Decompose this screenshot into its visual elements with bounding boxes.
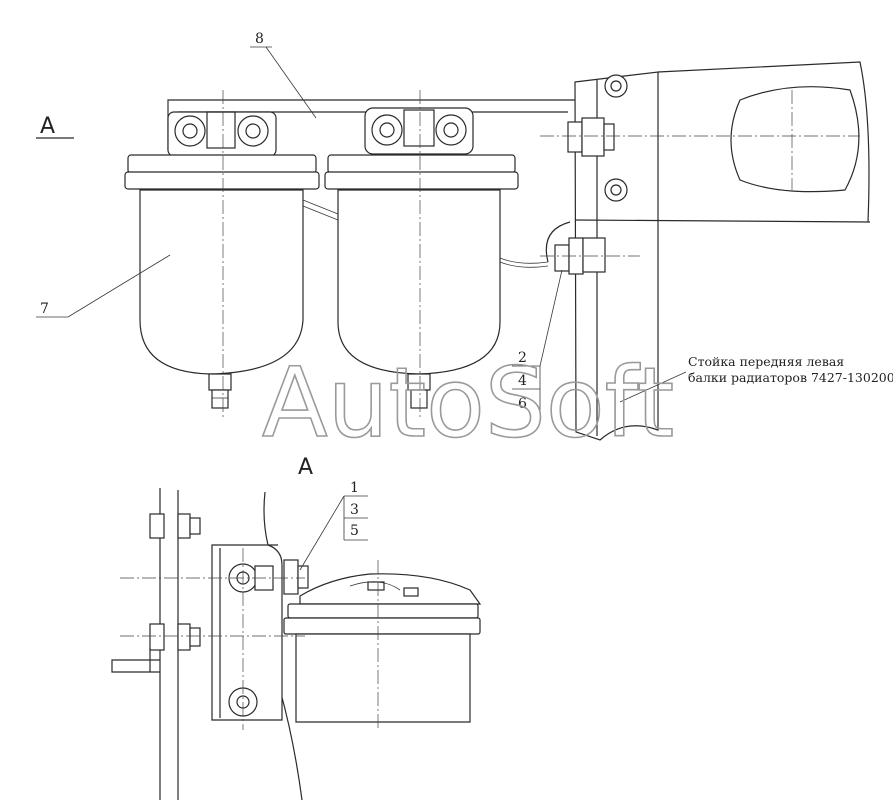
svg-text:AutoSoft: AutoSoft — [262, 347, 674, 459]
svg-text:4: 4 — [518, 373, 527, 389]
filter-bowl-part-7 — [139, 189, 304, 409]
leader-part-7: 7 — [36, 254, 171, 318]
fuel-pipes — [302, 199, 571, 268]
filter-head-right — [324, 107, 519, 190]
view-a-filter — [283, 573, 482, 723]
svg-text:1: 1 — [350, 480, 359, 496]
filter-bowl-right — [337, 189, 501, 409]
watermark: AutoSoft — [261, 346, 675, 460]
svg-text:балки радиаторов 7427-1302002: балки радиаторов 7427-1302002 — [688, 370, 893, 385]
leader-parts-2-4-6: 2 4 6 — [512, 269, 563, 412]
leader-part-8: 8 — [250, 31, 317, 119]
svg-text:3: 3 — [350, 502, 359, 518]
view-marker-a: A — [36, 114, 74, 139]
svg-text:2: 2 — [518, 350, 527, 366]
svg-text:5: 5 — [350, 523, 359, 539]
svg-text:A: A — [298, 455, 313, 480]
filter-head-left — [124, 111, 320, 190]
post-callout: Стойка передняя левая балки радиаторов 7… — [619, 354, 893, 403]
view-a-title: A — [298, 455, 313, 480]
svg-text:7: 7 — [40, 301, 49, 317]
svg-text:8: 8 — [255, 31, 264, 47]
view-a-bolts — [149, 513, 309, 651]
view-a-tube — [111, 648, 160, 673]
svg-text:A: A — [40, 114, 55, 139]
center-lines-top — [222, 90, 860, 420]
svg-text:Стойка передняя левая: Стойка передняя левая — [688, 354, 844, 369]
leader-parts-1-3-5: 1 3 5 — [299, 480, 368, 571]
svg-text:6: 6 — [518, 396, 527, 412]
mounting-bolts-top — [554, 117, 615, 275]
center-lines-view-a — [120, 548, 379, 730]
view-a-bracket — [211, 544, 283, 721]
